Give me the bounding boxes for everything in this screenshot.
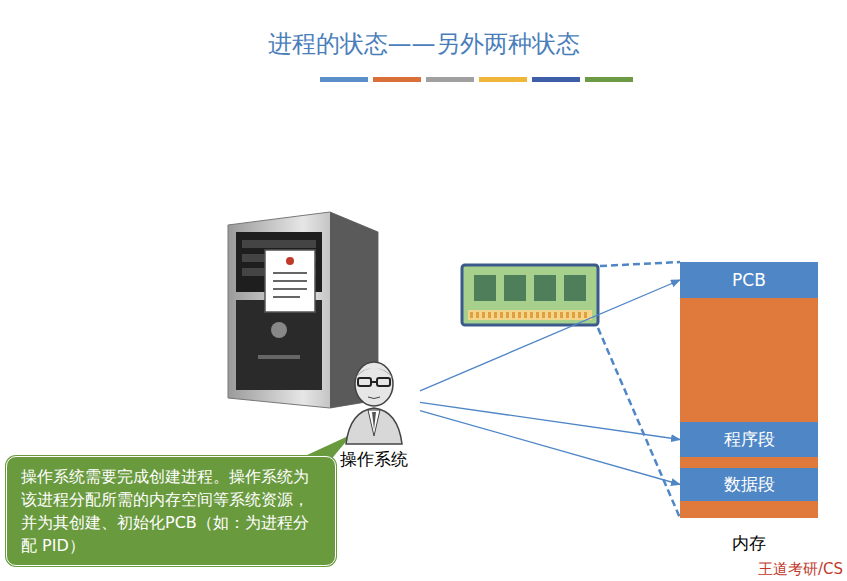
callout-box: 操作系统需要完成创建进程。操作系统为该进程分配所需的内存空间等系统资源，并为其创… bbox=[6, 456, 336, 566]
color-bars bbox=[320, 77, 633, 82]
arrow-connector bbox=[420, 411, 680, 485]
person-figure bbox=[328, 356, 420, 446]
watermark-text: 王道考研/CS bbox=[758, 560, 843, 579]
node-text: PCB bbox=[732, 270, 766, 290]
zoom-line bbox=[600, 262, 680, 266]
pcb-block: PCB bbox=[680, 262, 818, 298]
slide-title: 进程的状态——另外两种状态 bbox=[0, 28, 847, 60]
node-text: 数据段 bbox=[724, 473, 775, 496]
arrow-connector bbox=[420, 280, 680, 391]
os-figure: 操作系统 bbox=[328, 356, 420, 472]
data-segment: 数据段 bbox=[680, 468, 818, 501]
memory-column: 内存PCB程序段数据段 bbox=[680, 262, 818, 518]
node-text: 内存 bbox=[680, 532, 818, 555]
program-segment: 程序段 bbox=[680, 422, 818, 457]
node-text: 程序段 bbox=[724, 428, 775, 451]
memory-stick-pins bbox=[470, 312, 587, 318]
node-text: 操作系统需要完成创建进程。操作系统为该进程分配所需的内存空间等系统资源，并为其创… bbox=[21, 465, 321, 557]
memory-stick bbox=[462, 265, 598, 325]
document-icon bbox=[265, 250, 315, 312]
zoom-line bbox=[598, 328, 680, 518]
